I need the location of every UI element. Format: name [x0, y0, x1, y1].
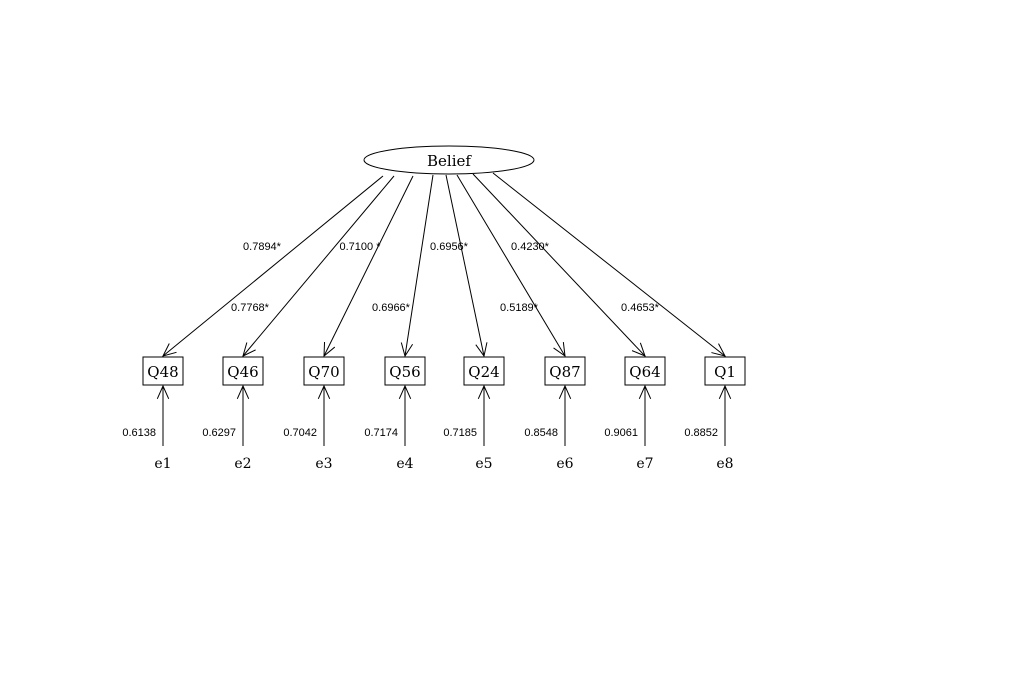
indicator-box-q70 [303, 356, 345, 386]
error-variance-q1: 0.8852 [684, 427, 718, 439]
latent-label: Belief [427, 152, 472, 170]
error-arrowhead-q48 [156, 384, 170, 399]
edges-layer [156, 172, 732, 446]
error-term-e8: e8 [716, 456, 733, 472]
error-arrowhead-q1 [718, 384, 732, 399]
error-variance-q46: 0.6297 [202, 427, 236, 439]
error-arrowhead-q24 [477, 384, 491, 399]
loading-arrowhead-q1 [711, 343, 726, 357]
loading-coefficient-q70: 0.7100 * [340, 241, 382, 253]
loading-arrowhead-q48 [162, 343, 177, 357]
error-term-e5: e5 [475, 456, 492, 472]
error-arrowhead-q64 [638, 384, 652, 399]
error-variance-q56: 0.7174 [364, 427, 398, 439]
error-term-e7: e7 [636, 456, 653, 472]
indicator-label-q1: Q1 [714, 363, 736, 381]
indicator-label-q24: Q24 [468, 363, 499, 381]
indicator-label-q46: Q46 [227, 363, 258, 381]
error-variance-q48: 0.6138 [122, 427, 156, 439]
error-term-e1: e1 [154, 456, 171, 472]
loading-arrowhead-q24 [475, 342, 488, 358]
indicator-box-q56 [384, 356, 426, 386]
loading-coefficient-q87: 0.5189* [500, 302, 539, 314]
error-variance-q64: 0.9061 [604, 427, 638, 439]
loading-coefficient-q46: 0.7768* [231, 302, 270, 314]
error-arrowhead-q87 [558, 384, 572, 399]
error-variance-q24: 0.7185 [443, 427, 477, 439]
loading-arrowhead-q46 [242, 342, 256, 357]
loading-path-q64 [472, 173, 646, 357]
error-term-e2: e2 [234, 456, 251, 472]
loading-arrowhead-q87 [553, 342, 566, 358]
indicator-label-q64: Q64 [629, 363, 660, 381]
loading-path-q24 [445, 174, 485, 357]
loading-path-q87 [456, 174, 566, 357]
loading-path-q1 [492, 172, 726, 357]
error-arrowhead-q46 [236, 384, 250, 399]
loading-path-q46 [242, 175, 395, 357]
indicator-label-q70: Q70 [308, 363, 339, 381]
indicator-label-q48: Q48 [147, 363, 178, 381]
error-arrowhead-q56 [398, 384, 412, 399]
loading-coefficient-q64: 0.4230* [511, 241, 550, 253]
indicator-label-q56: Q56 [389, 363, 420, 381]
indicator-box-q48 [142, 356, 184, 386]
indicator-label-q87: Q87 [549, 363, 580, 381]
indicator-box-q64 [624, 356, 666, 386]
indicator-box-q1 [704, 356, 746, 386]
error-variance-q87: 0.8548 [524, 427, 558, 439]
loading-path-q56 [404, 174, 434, 357]
loading-coefficient-q56: 0.6966* [372, 302, 411, 314]
loading-arrowhead-q64 [631, 342, 646, 357]
indicator-box-q46 [222, 356, 264, 386]
error-arrowhead-q70 [317, 384, 331, 399]
error-term-e3: e3 [315, 456, 332, 472]
error-term-e4: e4 [396, 456, 413, 472]
loading-arrowhead-q70 [323, 341, 336, 358]
error-term-e6: e6 [556, 456, 573, 472]
loading-path-q70 [323, 175, 414, 357]
nodes-layer: Belief Q48 Q46 Q70 Q56 Q24 Q87 Q64 Q1 [142, 145, 746, 386]
loading-coefficient-q24: 0.6956* [430, 241, 469, 253]
indicator-box-q24 [463, 356, 505, 386]
loading-arrowhead-q56 [400, 342, 414, 358]
loading-path-q48 [162, 175, 384, 357]
loading-coefficient-q48: 0.7894* [243, 241, 282, 253]
error-variance-q70: 0.7042 [283, 427, 317, 439]
indicator-box-q87 [544, 356, 586, 386]
labels-layer: 0.7894* 0.6138 e1 0.7768* 0.6297 e2 0.7100 * 0.… [122, 241, 733, 472]
loading-coefficient-q1: 0.4653* [621, 302, 660, 314]
latent-node-belief [363, 145, 535, 175]
